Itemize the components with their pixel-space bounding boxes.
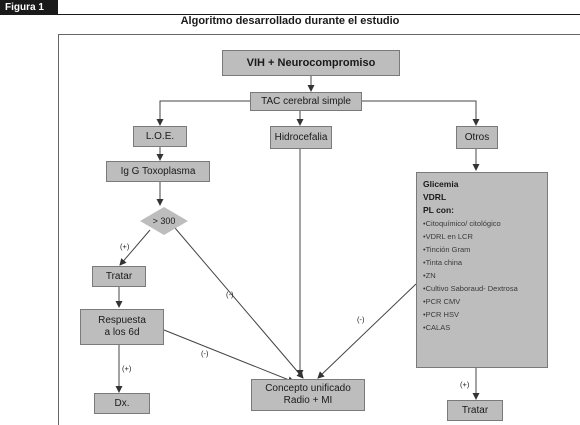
- diamond-label: > 300: [152, 216, 176, 226]
- panel-item: •Tinta china: [423, 258, 463, 267]
- node-cutoff-diamond: > 300: [140, 207, 188, 235]
- edge-respuesta-concepto: [163, 329, 295, 384]
- panel-item: •Cultivo Saboraud- Dextrosa: [423, 284, 518, 293]
- panel-item: •CALAS: [423, 323, 451, 332]
- panel-header-glicemia: Glicemia: [423, 179, 459, 189]
- node-respuesta: Respuesta a los 6d: [80, 309, 164, 345]
- figure-title: Algoritmo desarrollado durante el estudi…: [180, 15, 400, 27]
- node-vih-neurocompromiso: VIH + Neurocompromiso: [222, 50, 400, 76]
- node-concepto-unificado: Concepto unificado Radio + MI: [251, 379, 365, 411]
- panel-item: •PCR HSV: [423, 310, 459, 319]
- node-tratar-left: Tratar: [92, 266, 146, 287]
- figure-frame: [58, 34, 580, 425]
- node-tac-cerebral: TAC cerebral simple: [250, 92, 362, 111]
- figure-tag: Figura 1: [0, 0, 58, 15]
- edge-label-diamond-pos: (+): [120, 242, 130, 251]
- respuesta-line-2: a los 6d: [104, 327, 140, 338]
- concepto-line-1: Concepto unificado: [265, 383, 351, 394]
- node-igg-toxoplasma: Ig G Toxoplasma: [106, 161, 210, 182]
- respuesta-line-1: Respuesta: [98, 315, 146, 326]
- edge-label-otros-neg: (-): [357, 315, 365, 324]
- otros-studies-panel: Glicemia VDRL PL con: •Citoquímico/ cito…: [416, 172, 548, 368]
- panel-item: •Tinción Gram: [423, 245, 471, 254]
- edge-diamond-concepto: [174, 227, 304, 379]
- node-otros: Otros: [456, 126, 498, 149]
- node-tratar-right: Tratar: [447, 400, 503, 421]
- edge-label-respuesta-pos: (+): [122, 364, 132, 373]
- node-dx: Dx.: [94, 393, 150, 414]
- edge-label-respuesta-neg: (-): [201, 349, 209, 358]
- node-loe: L.O.E.: [133, 126, 187, 147]
- panel-item: •ZN: [423, 271, 436, 280]
- concepto-line-2: Radio + MI: [283, 395, 333, 406]
- panel-item: •PCR CMV: [423, 297, 461, 306]
- edge-label-otros-pos: (+): [460, 380, 470, 389]
- edge-panel-concepto: [317, 283, 417, 379]
- edge-label-diamond-neg: (-): [226, 290, 234, 299]
- edge-tac-otros: [362, 100, 480, 126]
- panel-item: •VDRL en LCR: [423, 232, 473, 241]
- panel-header-pl: PL con:: [423, 205, 455, 215]
- edge-diamond-tratar: [119, 229, 151, 266]
- panel-header-vdrl: VDRL: [423, 192, 447, 202]
- node-hidrocefalia: Hidrocefalia: [270, 126, 332, 149]
- figure-rule: [0, 14, 580, 15]
- panel-item: •Citoquímico/ citológico: [423, 219, 501, 228]
- edge-tac-loe: [156, 100, 250, 126]
